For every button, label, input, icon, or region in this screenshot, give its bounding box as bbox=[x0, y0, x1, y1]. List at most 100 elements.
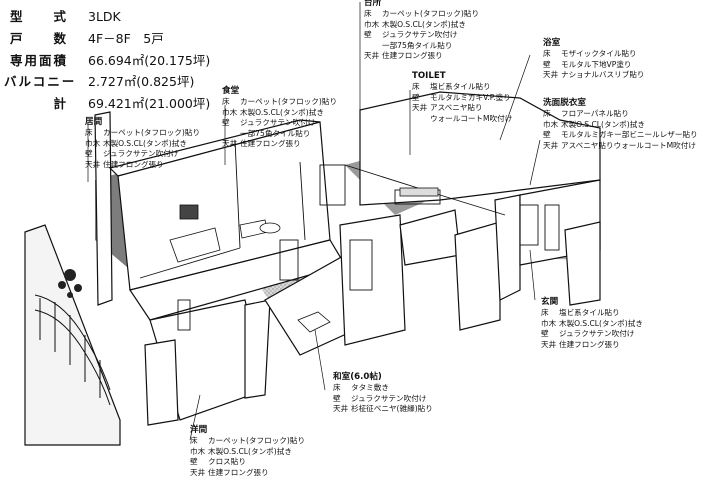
spec-units: 戸 数 4F－8F 5戸 bbox=[10, 28, 164, 47]
room-dining: 食堂 床カーペット(タフロック)貼り 巾木木製O.S.CL(タンポ)拭き 壁ジュ… bbox=[222, 86, 337, 149]
row-key: 床 bbox=[190, 436, 198, 446]
row-key: 巾木 bbox=[541, 318, 557, 328]
row-value: ジュラクサテン吹付け bbox=[103, 149, 179, 159]
spec-label: 計 bbox=[10, 96, 69, 111]
sofa bbox=[169, 227, 221, 263]
row-key: 床 bbox=[541, 308, 549, 318]
row-value: 一部75角タイル貼り bbox=[240, 128, 311, 138]
spec-type: 型 式 3LDK bbox=[10, 6, 121, 25]
row-value: 木製O.S.CL(タンポ)拭き bbox=[559, 318, 643, 328]
interior-lines bbox=[139, 139, 560, 331]
row-key: 床 bbox=[364, 9, 372, 19]
row-value: 塩ビ系タイル貼り bbox=[559, 308, 620, 318]
row-key: 天井 bbox=[543, 140, 559, 150]
row-value: カーペット(タフロック)貼り bbox=[382, 9, 480, 19]
row-value: ジュラクサテン吹付け bbox=[240, 118, 316, 128]
row-value: 住建フロング張り bbox=[240, 139, 301, 149]
row-key: 床 bbox=[543, 109, 551, 119]
row-key: 巾木 bbox=[190, 446, 206, 456]
row-value: フロアーパネル貼り bbox=[561, 109, 629, 119]
room-name: 洋間 bbox=[190, 425, 208, 435]
row-key: 床 bbox=[412, 82, 420, 92]
row-key: 壁 bbox=[364, 30, 372, 40]
row-value: 木製O.S.CL(タンポ)拭き bbox=[208, 446, 292, 456]
row-value: 木製O.S.CL(タンポ)拭き bbox=[240, 107, 324, 117]
row-value: クロス貼り bbox=[208, 457, 246, 467]
leader-lines bbox=[87, 2, 541, 441]
row-key: 壁 bbox=[541, 329, 549, 339]
row-key: 壁 bbox=[333, 393, 341, 403]
row-key: 壁 bbox=[85, 149, 93, 159]
spec-value: 2.727㎡(0.825坪) bbox=[88, 74, 195, 89]
row-value: 木製O.S.CL(タンポ)拭き bbox=[382, 19, 466, 29]
balcony-railing bbox=[34, 294, 111, 406]
row-value: 一部75角タイル貼り bbox=[382, 40, 453, 50]
row-key: 壁 bbox=[412, 92, 420, 102]
row-key: 天井 bbox=[364, 51, 380, 61]
room-washroom: 洗面脱衣室 床フロアーパネル貼り 巾木木製O.S.CL(タンポ)拭き 壁モルタル… bbox=[543, 98, 698, 151]
row-key: 巾木 bbox=[364, 19, 380, 29]
spec-value: 4F－8F 5戸 bbox=[88, 31, 164, 46]
row-key: 床 bbox=[543, 49, 551, 59]
row-value: タタミ敷き bbox=[351, 383, 389, 393]
row-value: ナショナルバスリブ貼り bbox=[561, 70, 645, 80]
row-key: 壁 bbox=[190, 457, 198, 467]
room-living: 居間 床カーペット(タフロック)貼り 巾木木製O.S.CL(タンポ)拭き 壁ジュ… bbox=[85, 117, 200, 170]
row-key: 床 bbox=[222, 97, 230, 107]
room-name: 食堂 bbox=[222, 86, 240, 96]
row-value: ウォールコートM吹付け bbox=[430, 113, 513, 123]
row-value: 住建フロング張り bbox=[559, 339, 620, 349]
spec-balcony: バルコニー 2.727㎡(0.825坪) bbox=[4, 71, 194, 90]
row-value: 木製O.S.CL(タンポ)拭き bbox=[103, 138, 187, 148]
row-value: 住建フロング張り bbox=[382, 51, 443, 61]
room-name: 居間 bbox=[85, 117, 103, 127]
row-value: アスベニヤ貼り bbox=[430, 103, 483, 113]
row-key: 天井 bbox=[85, 159, 101, 169]
row-value: モルタルミガキー部ビニールレザー貼り bbox=[561, 130, 698, 140]
room-name: 玄関 bbox=[541, 297, 559, 307]
row-value: モルタル下地VP塗り bbox=[561, 59, 632, 69]
spec-label: 戸 数 bbox=[10, 31, 69, 46]
room-name: 台所 bbox=[364, 0, 382, 8]
row-value: アスベニヤ貼りウォールコートM吹付け bbox=[561, 140, 696, 150]
kitchen-counter bbox=[399, 187, 439, 197]
row-key: 天井 bbox=[222, 139, 238, 149]
row-value: 住建フロング張り bbox=[103, 159, 164, 169]
row-value: モルタルミガキV.P.塗り bbox=[430, 92, 511, 102]
row-value: ジュラクサテン吹付け bbox=[382, 30, 458, 40]
row-value: カーペット(タフロック)貼り bbox=[208, 436, 306, 446]
spec-label: バルコニー bbox=[4, 74, 77, 89]
row-value: 住建フロング張り bbox=[208, 467, 269, 477]
row-value: ジュラクサテン吹付け bbox=[559, 329, 635, 339]
room-name: 浴室 bbox=[543, 38, 561, 48]
room-toilet: TOILET 床塩ビ系タイル貼り 壁モルタルミガキV.P.塗り 天井アスベニヤ貼… bbox=[412, 71, 512, 124]
row-value: カーペット(タフロック)貼り bbox=[240, 97, 338, 107]
room-name: 和室(6.0帖) bbox=[333, 372, 382, 382]
row-key: 床 bbox=[333, 383, 341, 393]
plant-icon bbox=[58, 269, 82, 298]
row-key: 巾木 bbox=[222, 107, 238, 117]
dining-table bbox=[259, 222, 281, 234]
row-key: 天井 bbox=[541, 339, 557, 349]
row-value: 杉柾征ベニヤ(雑縁)貼り bbox=[351, 404, 433, 414]
row-key: 天井 bbox=[412, 103, 428, 113]
row-key: 床 bbox=[85, 128, 93, 138]
room-name: 洗面脱衣室 bbox=[543, 98, 586, 108]
spec-value: 3LDK bbox=[88, 9, 121, 24]
row-value: ジュラクサテン吹付け bbox=[351, 393, 427, 403]
spec-label: 型 式 bbox=[10, 9, 69, 24]
row-value: 塩ビ系タイル貼り bbox=[430, 82, 491, 92]
spec-value: 66.694㎡(20.175坪) bbox=[88, 53, 211, 68]
room-kitchen: 台所 床カーペット(タフロック)貼り 巾木木製O.S.CL(タンポ)拭き 壁ジュ… bbox=[364, 0, 479, 61]
furniture bbox=[169, 187, 439, 333]
room-bath: 浴室 床モザイックタイル貼り 壁モルタル下地VP塗り 天井ナショナルバスリブ貼り bbox=[543, 38, 645, 81]
row-value: 木製O.S.CL(タンポ)拭き bbox=[561, 119, 645, 129]
row-key: 壁 bbox=[543, 59, 551, 69]
row-key: 天井 bbox=[190, 467, 206, 477]
row-key: 巾木 bbox=[543, 119, 559, 129]
row-value: カーペット(タフロック)貼り bbox=[103, 128, 201, 138]
